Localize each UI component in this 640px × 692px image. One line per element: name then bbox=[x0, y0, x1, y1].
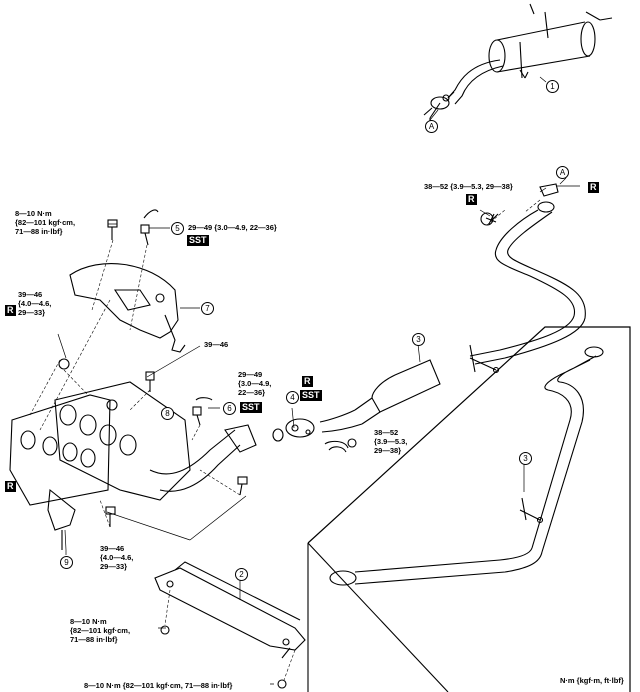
torque-line: {82—101 kgf·cm, bbox=[15, 218, 76, 227]
replace-tag: R bbox=[5, 305, 16, 316]
torque-line: 8—10 N·m bbox=[15, 209, 52, 218]
torque-line: 29—38} bbox=[374, 446, 402, 455]
dashed-guides bbox=[29, 199, 541, 681]
callout-1: 1 bbox=[546, 80, 559, 93]
heat-cover-bolt-torque: 8—10 N·m {82—101 kgf·cm, 71—88 in·lbf} bbox=[15, 209, 75, 236]
torque-line: {82—101 kgf·cm, bbox=[70, 626, 131, 635]
center-pipe bbox=[272, 359, 441, 453]
main-silencer bbox=[423, 3, 613, 124]
torque-line: 71—88 in·lbf} bbox=[70, 635, 118, 644]
replace-tag: R bbox=[302, 376, 313, 387]
torque-line: {3.0—4.9, bbox=[238, 379, 272, 388]
muffler-flange-torque: 38—52 {3.9—5.3, 29—38} bbox=[424, 182, 513, 191]
member-bolt-torque: 8—10 N·m {82—101 kgf·cm, 71—88 in·lbf} bbox=[70, 617, 130, 644]
torque-line: 38—52 bbox=[374, 428, 399, 437]
torque-line: 29—49 bbox=[238, 370, 263, 379]
member-bolt-bottom-torque: 8—10 N·m {82—101 kgf·cm, 71—88 in·lbf} bbox=[84, 681, 233, 690]
replace-tag: R bbox=[588, 182, 599, 193]
torque-line: {4.0—4.6, bbox=[18, 299, 52, 308]
sensor-front-torque: 29—49 {3.0—4.9, 22—36} bbox=[188, 223, 277, 232]
callout-9: 9 bbox=[60, 556, 73, 569]
manifold-heat-insulator bbox=[69, 263, 186, 353]
unit-note: N·m {kgf·m, ft·lbf} bbox=[560, 676, 624, 685]
stay-bolt-lower-torque: 39—46 {4.0—4.6, 29—33} bbox=[100, 544, 133, 571]
torque-line: 29—33} bbox=[100, 562, 128, 571]
torque-line: 29—33} bbox=[18, 308, 46, 317]
callout-3: 3 bbox=[412, 333, 425, 346]
sensor-rear-torque: 29—49 {3.0—4.9, 22—36} bbox=[238, 370, 271, 397]
ref-mark-a: A bbox=[425, 120, 438, 133]
torque-line: 71—88 in·lbf} bbox=[15, 227, 63, 236]
replace-tag: R bbox=[466, 194, 477, 205]
ref-mark-a: A bbox=[556, 166, 569, 179]
torque-line: 39—46 bbox=[18, 290, 43, 299]
callout-5: 5 bbox=[171, 222, 184, 235]
exhaust-manifold bbox=[9, 381, 257, 550]
sst-tag: SST bbox=[240, 402, 262, 413]
cross-member bbox=[154, 561, 306, 659]
sst-tag: SST bbox=[187, 235, 209, 246]
front-pipe bbox=[469, 183, 586, 374]
callout-8: 8 bbox=[161, 407, 174, 420]
callout-2: 2 bbox=[235, 568, 248, 581]
torque-line: 39—46 bbox=[100, 544, 125, 553]
inset-frame bbox=[307, 326, 631, 692]
callout-4: 4 bbox=[286, 391, 299, 404]
sst-tag: SST bbox=[300, 390, 322, 401]
bolts bbox=[58, 209, 494, 689]
torque-line: {4.0—4.6, bbox=[100, 553, 134, 562]
manifold-nut-torque: 39—46 {4.0—4.6, 29—33} bbox=[18, 290, 51, 317]
callout-3-inset: 3 bbox=[519, 452, 532, 465]
torque-line: 22—36} bbox=[238, 388, 266, 397]
callout-7: 7 bbox=[201, 302, 214, 315]
torque-line: {3.9—5.3, bbox=[374, 437, 408, 446]
replace-tag: R bbox=[5, 481, 16, 492]
leader-lines bbox=[57, 76, 580, 685]
stay-bolt-upper-torque: 39—46 bbox=[204, 340, 229, 349]
callout-6: 6 bbox=[223, 402, 236, 415]
torque-line: 8—10 N·m bbox=[70, 617, 107, 626]
cat-flange-torque: 38—52 {3.9—5.3, 29—38} bbox=[374, 428, 407, 455]
